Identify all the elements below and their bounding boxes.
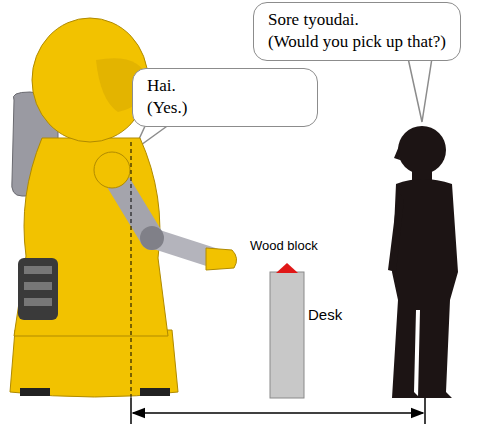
- human-silhouette: [388, 126, 458, 398]
- distance-arrow: [131, 398, 425, 424]
- reference-line: [131, 142, 132, 398]
- part-label: Wood block: [250, 238, 318, 253]
- wood-block: [276, 263, 298, 273]
- speech-text: Sore tyoudai.: [268, 9, 446, 31]
- desk: [270, 272, 304, 398]
- speech-text: (Would you pick up that?): [268, 31, 446, 53]
- speech-bubble: Sore tyoudai.(Would you pick up that?): [253, 2, 461, 61]
- speech-text: (Yes.): [147, 97, 303, 119]
- bubble-tail: [408, 58, 432, 122]
- speech-text: Hai.: [147, 75, 303, 97]
- speech-bubble: Hai.(Yes.): [132, 68, 318, 127]
- part-label: Desk: [308, 306, 342, 323]
